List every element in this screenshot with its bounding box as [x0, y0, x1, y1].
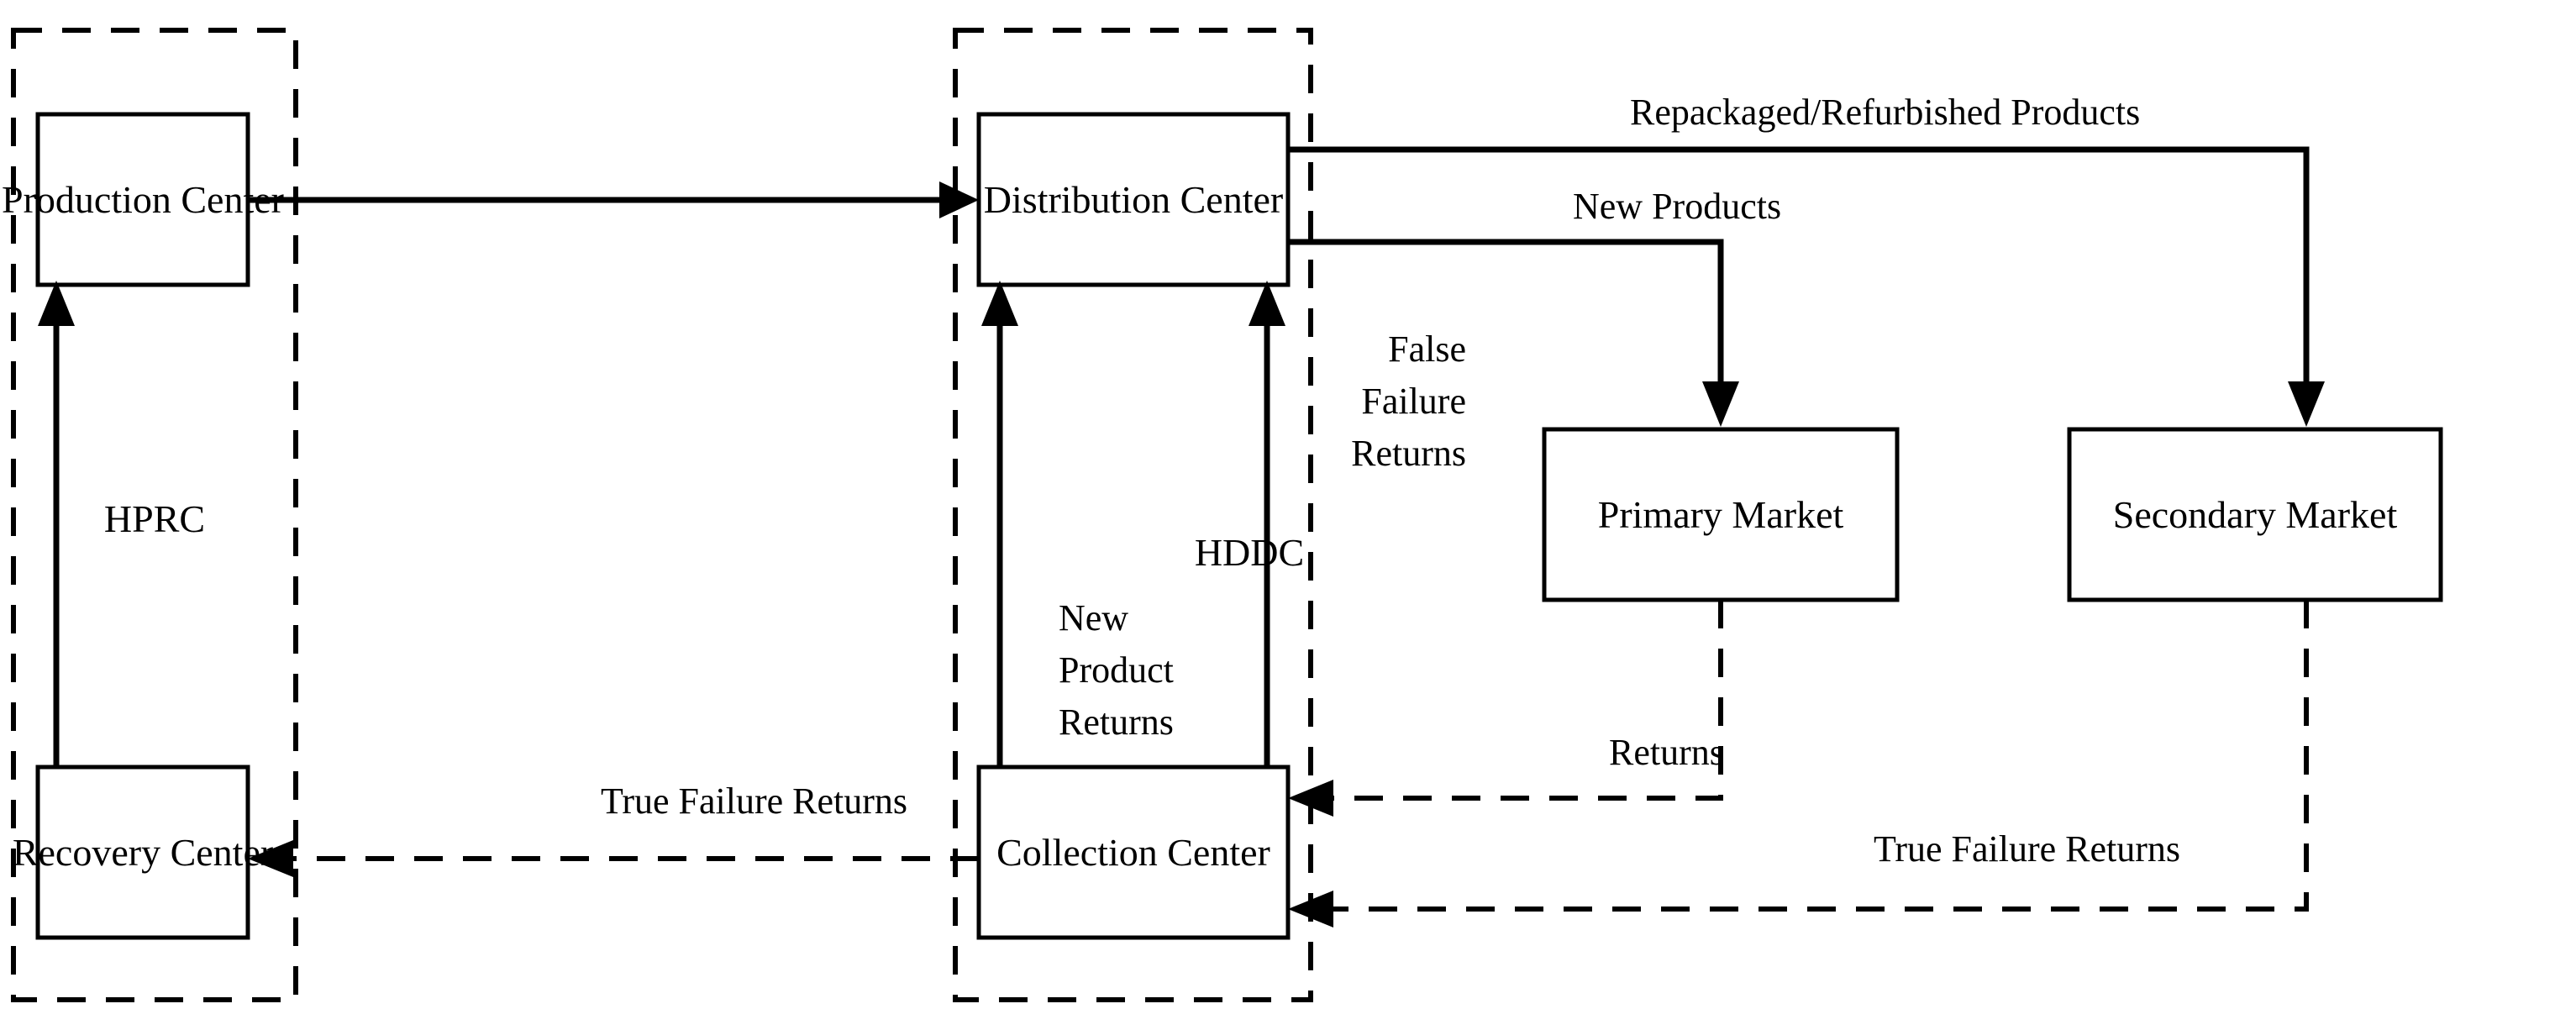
- edge-label-new-product-returns-line2: Product: [1059, 649, 1174, 691]
- edge-label-new-product-returns-line1: New: [1059, 597, 1128, 638]
- node-distribution-center-label: Distribution Center: [984, 178, 1283, 221]
- arrowhead-false-failure-returns: [1249, 281, 1285, 326]
- node-recovery-center-box[interactable]: [35, 765, 250, 940]
- arrowhead-new-products-to-primary: [1702, 381, 1739, 427]
- node-secondary-market-box[interactable]: [2067, 427, 2443, 602]
- edge-distribution-repackaged: [1288, 146, 2310, 395]
- arrowhead-returns-to-collection: [1288, 780, 1333, 817]
- arrowhead-repackaged-to-secondary: [2288, 381, 2325, 427]
- group-hddc-boundary: [953, 28, 1313, 1002]
- edge-label-false-failure-returns-line3: Returns: [1351, 433, 1466, 474]
- edge-primary-market-to-collection-returns: [1319, 600, 1723, 801]
- edge-label-new-product-returns-line3: Returns: [1059, 702, 1174, 743]
- edge-label-false-failure-returns-line2: Failure: [1361, 381, 1466, 422]
- node-production-center-box[interactable]: [35, 112, 250, 287]
- arrowhead-true-failure-returns-left: [248, 840, 293, 877]
- edge-label-returns: Returns: [1609, 732, 1724, 773]
- edge-label-false-failure-returns-line1: False: [1388, 328, 1466, 370]
- node-collection-center-label: Collection Center: [996, 831, 1270, 874]
- group-hprc-boundary: [11, 28, 298, 1002]
- node-distribution-center-box[interactable]: [976, 112, 1291, 287]
- edge-secondary-market-to-collection-true-failure-returns: [1319, 600, 2309, 912]
- group-hprc-label: HPRC: [104, 497, 205, 540]
- node-secondary-market-label: Secondary Market: [2113, 493, 2398, 536]
- node-primary-market-label: Primary Market: [1598, 493, 1844, 536]
- arrowhead-new-product-returns: [981, 281, 1018, 326]
- arrowhead-recovery-to-production: [38, 281, 75, 326]
- node-collection-center-box[interactable]: [976, 765, 1291, 940]
- arrowhead-production-to-distribution: [939, 181, 979, 218]
- node-recovery-center-label: Recovery Center: [13, 831, 273, 874]
- edge-distribution-new-products: [1288, 239, 1724, 395]
- edge-label-repackaged-refurbished-products: Repackaged/Refurbished Products: [1630, 92, 2140, 133]
- edge-label-true-failure-returns-left: True Failure Returns: [601, 780, 907, 822]
- arrowhead-true-failure-returns-right: [1288, 891, 1333, 928]
- node-production-center-label: Production Center: [2, 178, 284, 221]
- edge-label-new-products: New Products: [1573, 186, 1781, 227]
- group-hddc-label: HDDC: [1195, 531, 1304, 574]
- edge-label-true-failure-returns-right: True Failure Returns: [1874, 828, 2180, 870]
